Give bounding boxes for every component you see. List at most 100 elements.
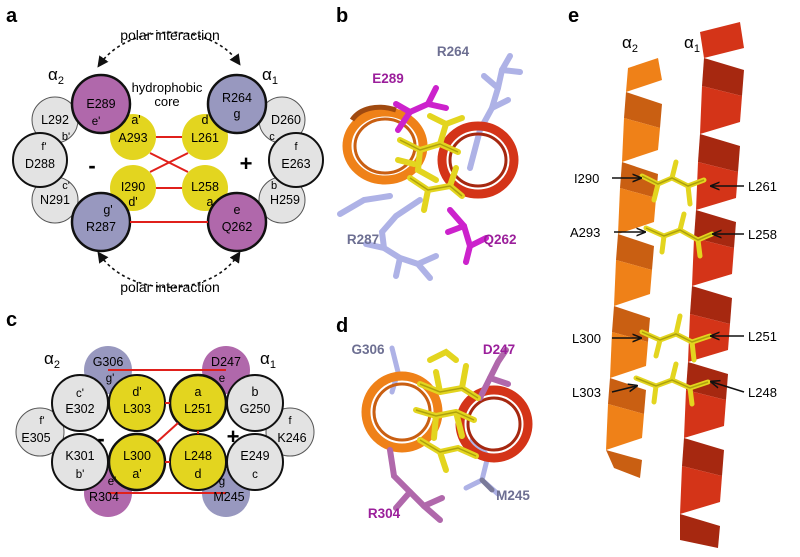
hep-d247: e — [219, 373, 225, 385]
label-e289: E289 — [86, 97, 115, 111]
core-label: core — [154, 94, 179, 109]
label-d260: D260 — [271, 113, 301, 127]
hep-l292: b' — [62, 131, 70, 143]
hep-r304: e' — [108, 476, 117, 488]
label-r287: R287 — [86, 220, 116, 234]
chain-c-alpha1: α1 — [260, 349, 276, 371]
polar-arrow-top — [97, 31, 241, 68]
label-q262: Q262 — [222, 220, 253, 234]
label-a293: A293 — [118, 131, 147, 145]
hep-l251: a — [195, 385, 202, 399]
helix-alpha1 — [680, 22, 744, 548]
hep-d260: c — [269, 131, 275, 143]
label-e-i290: I290 — [574, 171, 599, 186]
minus-sign: - — [88, 153, 95, 178]
hep-l303: d' — [132, 385, 141, 399]
residue-r264 — [206, 73, 268, 135]
hydrophobic-core-label: hydrophobic — [132, 80, 203, 95]
panel-label-e: e — [568, 5, 579, 27]
hep-l258: a — [207, 195, 214, 209]
panel-c: c α2 α1 - + G306 g — [6, 309, 315, 517]
label-l248: L248 — [184, 449, 212, 463]
label-r264: R264 — [222, 91, 252, 105]
hep-e305: f' — [39, 415, 44, 427]
residue-e263 — [268, 132, 324, 188]
lavender-sidechains — [337, 53, 523, 281]
label-e249: E249 — [240, 449, 269, 463]
hep-m245: g — [219, 476, 225, 488]
polar-interaction-bottom: polar interaction — [120, 279, 220, 295]
plus-sign-c: + — [227, 424, 240, 449]
hep-e302: c' — [76, 388, 84, 400]
label-e-a293: A293 — [570, 225, 600, 240]
hep-l300: a' — [132, 467, 141, 481]
label-d247: D247 — [211, 355, 241, 369]
residue-e289 — [70, 73, 132, 135]
label-l258: L258 — [191, 180, 219, 194]
hep-a293: a' — [131, 113, 140, 127]
panel-label-b: b — [336, 5, 348, 27]
panel-b: b — [336, 5, 523, 281]
label-i290: I290 — [121, 180, 145, 194]
chain-label-alpha1: α1 — [262, 65, 278, 87]
panel-label-d: d — [336, 315, 348, 337]
core-contacts — [130, 136, 208, 223]
panel-d: d — [336, 315, 533, 523]
hep-i290: d' — [128, 195, 137, 209]
label-k301: K301 — [65, 449, 94, 463]
label-b-r264: R264 — [437, 44, 470, 59]
hep-d288: f' — [41, 141, 46, 153]
label-e-l258: L258 — [748, 227, 777, 242]
hep-e289: e' — [92, 116, 101, 128]
panel-label-a: a — [6, 5, 18, 27]
chain-c-alpha2: α2 — [44, 349, 60, 371]
residue-l258 — [182, 165, 228, 211]
chain-e-alpha2: α2 — [622, 33, 638, 55]
hep-g306: g' — [106, 373, 115, 385]
minus-sign-c: - — [97, 426, 104, 451]
label-r304: R304 — [89, 490, 119, 504]
helix-ribbons — [342, 104, 519, 199]
label-b-e289: E289 — [372, 71, 404, 86]
helix-alpha2 — [606, 58, 662, 478]
label-d288: D288 — [25, 157, 55, 171]
hep-l261: d — [202, 113, 209, 127]
hep-e249: c — [252, 469, 258, 481]
plus-sign: + — [240, 151, 253, 176]
hep-r264: g — [234, 107, 241, 121]
label-l251: L251 — [184, 402, 212, 416]
magenta-sidechains — [393, 85, 489, 265]
arrow-l248 — [712, 382, 745, 393]
label-e263: E263 — [281, 157, 310, 171]
hep-l248: d — [195, 467, 202, 481]
residue-i290 — [110, 165, 156, 211]
core-contacts-c — [108, 369, 226, 494]
hep-q262: e — [234, 203, 241, 217]
hep-h259: b — [271, 180, 277, 192]
chain-label-alpha2: α2 — [48, 65, 64, 87]
label-e-l248: L248 — [748, 385, 777, 400]
label-k246: K246 — [277, 431, 306, 445]
label-d-r304: R304 — [368, 506, 401, 521]
label-b-q262: Q262 — [483, 232, 516, 247]
polar-arrow-bottom — [97, 251, 241, 289]
hep-k246: f — [288, 415, 292, 427]
label-e-l303: L303 — [572, 385, 601, 400]
label-d-d247: D247 — [483, 342, 515, 357]
residue-e305 — [15, 407, 65, 457]
label-d-g306: G306 — [351, 342, 385, 357]
hep-k301: b' — [76, 469, 85, 481]
label-m245: M245 — [213, 490, 244, 504]
chain-e-alpha1: α1 — [684, 33, 700, 55]
label-l261: L261 — [191, 131, 219, 145]
arrow-l303 — [611, 386, 636, 393]
label-e-l300: L300 — [572, 331, 601, 346]
hep-e263: f — [294, 141, 298, 153]
label-l303: L303 — [123, 402, 151, 416]
label-e-l251: L251 — [748, 329, 777, 344]
hep-g250: b — [252, 385, 259, 399]
panel-label-c: c — [6, 309, 17, 331]
label-h259: H259 — [270, 193, 300, 207]
label-l292: L292 — [41, 113, 69, 127]
